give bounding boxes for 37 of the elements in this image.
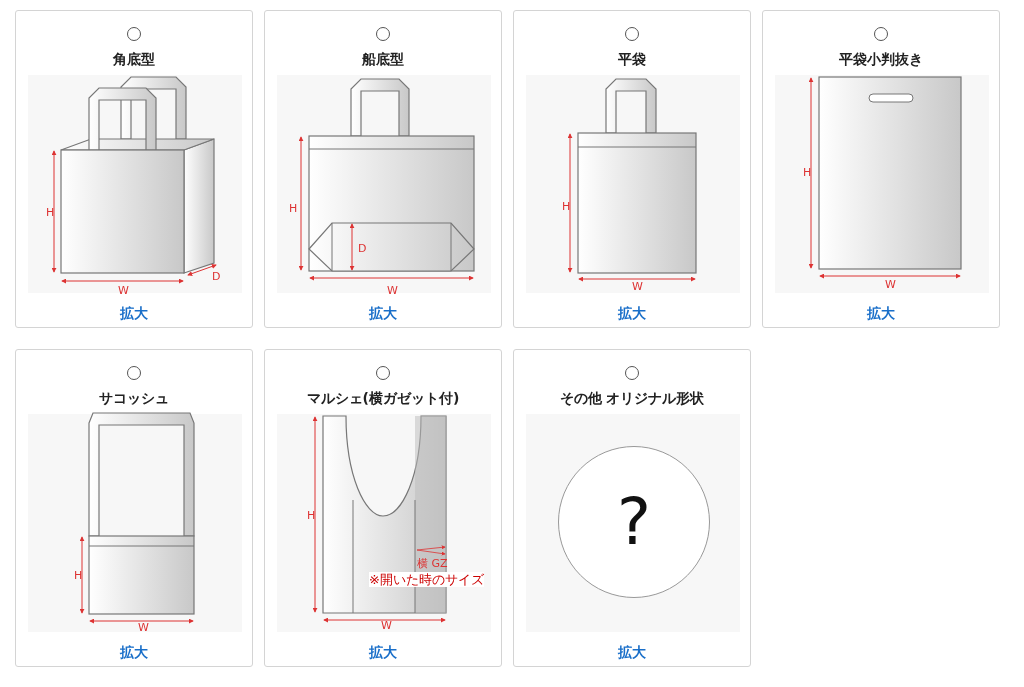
enlarge-link: 拡大 [369,644,397,662]
enlarge-link: 拡大 [618,305,646,323]
enlarge-link: 拡大 [120,305,148,323]
dimension-label: W [118,285,129,297]
enlarge-link: 拡大 [618,644,646,662]
dimension-label: W [632,281,643,293]
dimension-label: H [74,570,83,582]
card-title: 平袋 [617,51,647,69]
card-title: 角底型 [112,51,156,69]
dimension-label: H [46,207,55,219]
dimension-label: H [803,167,812,179]
dimension-label: H [307,510,316,522]
card-title: その他 オリジナル形状 [558,390,706,408]
dimension-label: W [885,279,896,291]
product-card [15,349,253,667]
dimension-label: H [289,203,298,215]
enlarge-link: 拡大 [369,305,397,323]
dimension-label: W [138,622,149,634]
dimension-label: 横 GZ [417,558,448,570]
card-title: 平袋小判抜き [838,51,924,69]
card-title: 船底型 [361,51,405,69]
product-card [513,10,751,328]
dimension-label: D [212,271,221,283]
product-card [264,349,502,667]
dimension-label: H [562,201,571,213]
product-card [762,10,1000,328]
enlarge-link: 拡大 [867,305,895,323]
product-card [15,10,253,328]
product-card [264,10,502,328]
dimension-label: D [358,243,367,255]
card-title: サコッシュ [98,390,170,408]
annotation-note: ※開いた時のサイズ [369,572,484,587]
card-title: マルシェ(横ガゼット付) [305,390,461,408]
product-card [513,349,751,667]
dimension-label: W [381,620,392,632]
dimension-label: W [387,285,398,297]
enlarge-link: 拡大 [120,644,148,662]
